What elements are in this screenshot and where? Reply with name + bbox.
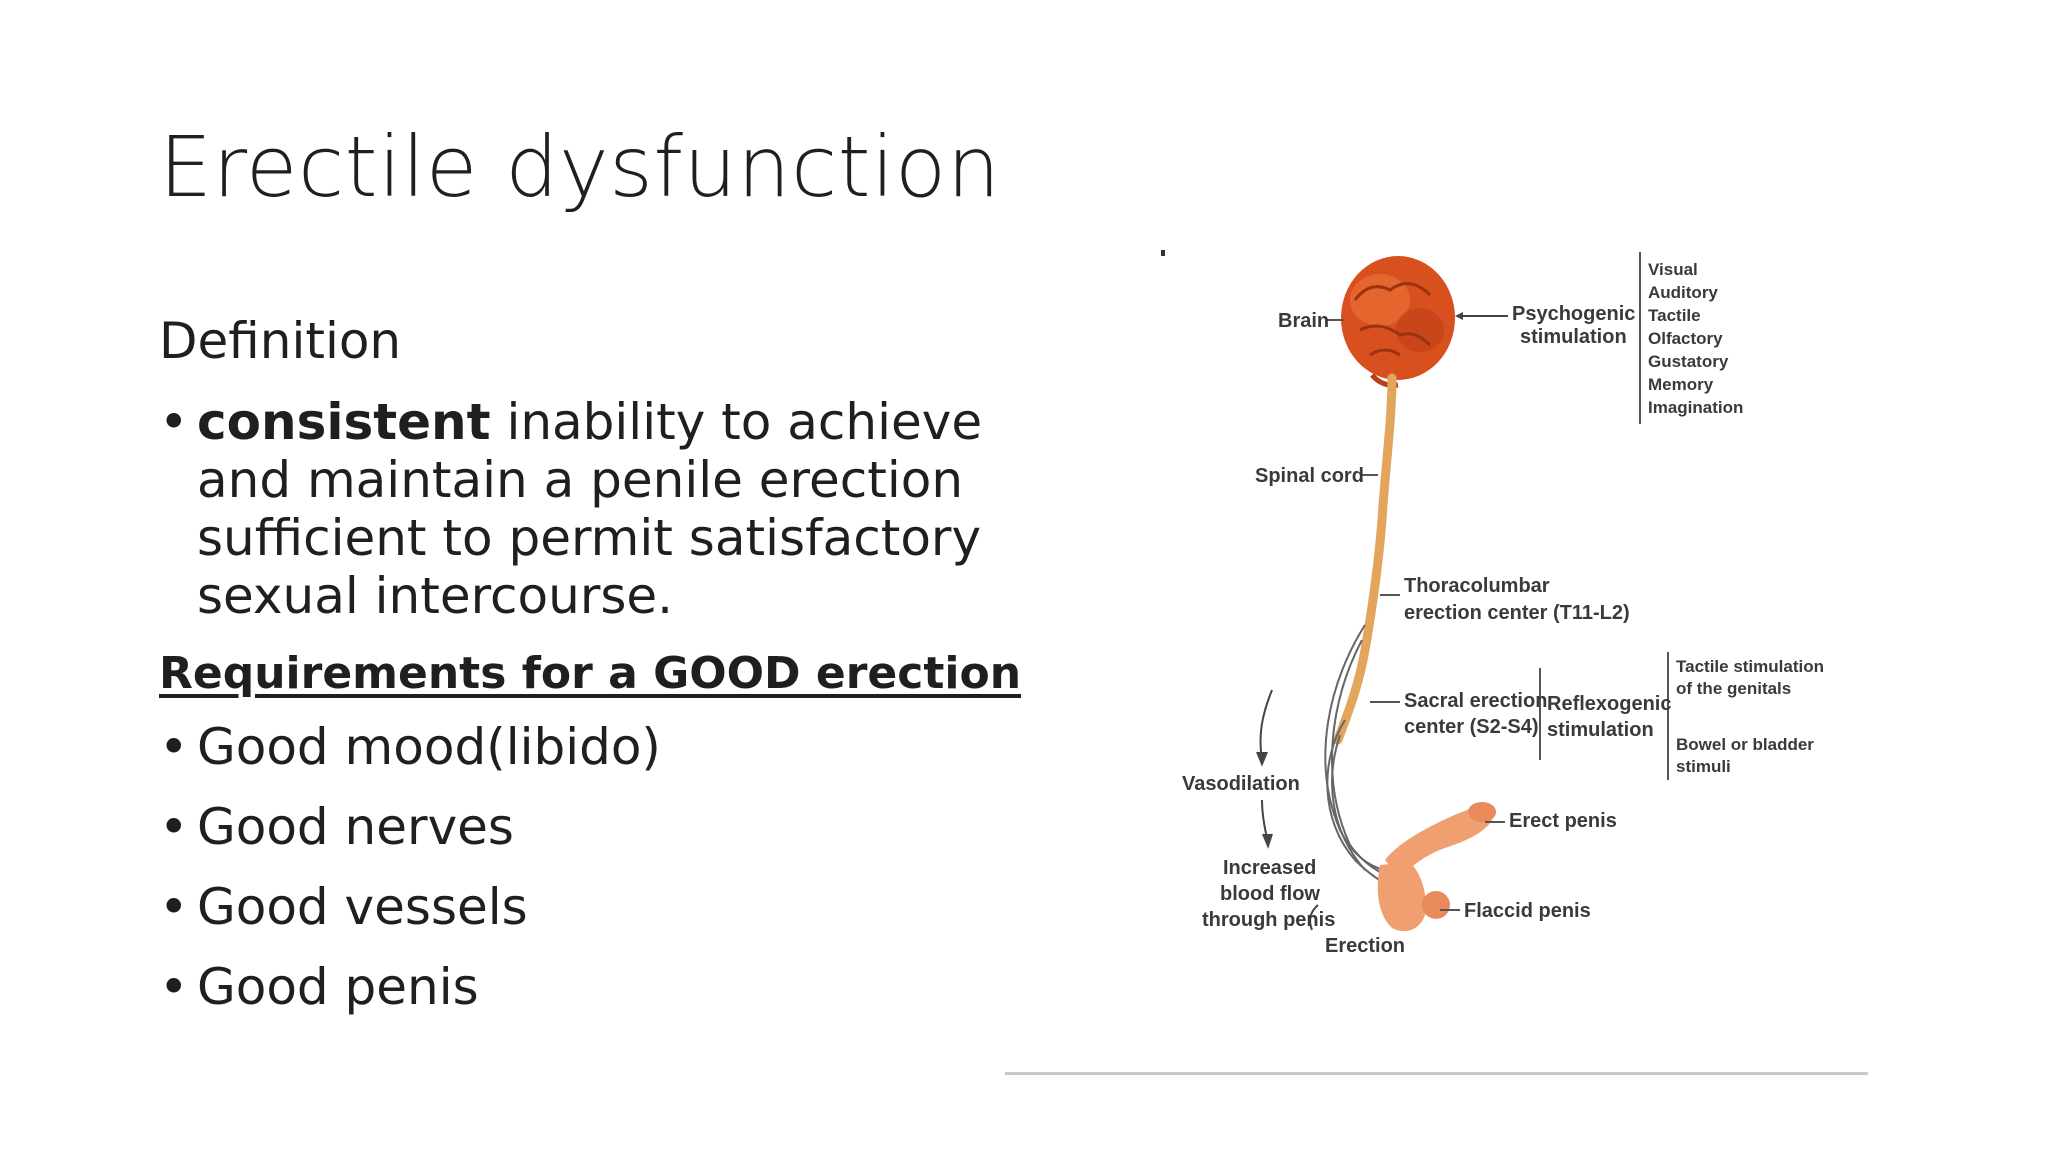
list-item: •Good nerves: [159, 798, 661, 878]
label-tactile-genitals: of the genitals: [1676, 679, 1791, 698]
list-item: •Good vessels: [159, 878, 661, 958]
figure-divider: [1005, 1072, 1868, 1075]
label-increased: Increased: [1223, 857, 1316, 879]
erection-pathway-diagram: Brain Psychogenic stimulation Visual Aud…: [1161, 250, 1824, 957]
label-reflexogenic: Reflexogenic: [1547, 693, 1671, 715]
definition-heading: Definition: [159, 312, 402, 370]
definition-text: consistent inability to achieve and main…: [159, 393, 989, 625]
label-sense: Olfactory: [1648, 329, 1723, 348]
requirements-heading: Requirements for a GOOD erection: [159, 648, 1022, 699]
arrow-head-icon: [1455, 312, 1463, 320]
label-vasodilation: Vasodilation: [1182, 773, 1300, 795]
penis-illustration: [1377, 802, 1496, 932]
label-erect-penis: Erect penis: [1509, 810, 1617, 832]
bullet-icon: •: [159, 393, 189, 451]
bullet-icon: •: [159, 718, 189, 776]
label-sense: Tactile: [1648, 306, 1701, 325]
requirement-text: Good vessels: [197, 878, 528, 936]
label-reflex-stimulation: stimulation: [1547, 719, 1654, 741]
label-sense: Auditory: [1648, 283, 1718, 302]
label-psychogenic: Psychogenic: [1512, 303, 1635, 325]
label-tactile: Tactile stimulation: [1676, 657, 1824, 676]
definition-rest: inability to achieve and maintain a peni…: [197, 393, 983, 625]
label-blood-flow: blood flow: [1220, 883, 1320, 905]
requirement-text: Good nerves: [197, 798, 514, 856]
vasodilation-arrows: [1256, 689, 1319, 931]
label-erection: Erection: [1325, 935, 1405, 957]
label-sacral: Sacral erection: [1404, 690, 1547, 712]
definition-bullet-item: • consistent inability to achieve and ma…: [159, 393, 989, 625]
bullet-icon: •: [159, 878, 189, 936]
label-sacral-center: center (S2-S4): [1404, 716, 1539, 738]
definition-bold-word: consistent: [197, 393, 491, 451]
label-sense: Imagination: [1648, 398, 1743, 417]
label-stimulation: stimulation: [1520, 326, 1627, 348]
label-sense: Gustatory: [1648, 352, 1729, 371]
label-through-penis: through penis: [1202, 909, 1335, 931]
leader-lines: [1325, 252, 1669, 911]
requirement-text: Good mood(libido): [197, 718, 661, 776]
brain-illustration: [1341, 256, 1455, 388]
requirements-list: •Good mood(libido) •Good nerves •Good ve…: [159, 718, 661, 1038]
label-spinal-cord: Spinal cord: [1255, 465, 1364, 487]
label-sense: Visual: [1648, 260, 1698, 279]
label-thoracolumbar: Thoracolumbar: [1404, 575, 1550, 597]
spinal-cord: [1333, 373, 1397, 745]
label-sense: Memory: [1648, 375, 1714, 394]
requirement-text: Good penis: [197, 958, 479, 1016]
stray-mark: [1161, 250, 1165, 256]
label-thoracolumbar-center: erection center (T11-L2): [1404, 602, 1630, 624]
label-flaccid-penis: Flaccid penis: [1464, 900, 1591, 922]
bullet-icon: •: [159, 798, 189, 856]
label-bowel: Bowel or bladder: [1676, 735, 1814, 754]
label-bowel-stimuli: stimuli: [1676, 757, 1731, 776]
bullet-icon: •: [159, 958, 189, 1016]
label-brain: Brain: [1278, 310, 1329, 332]
list-item: •Good penis: [159, 958, 661, 1038]
list-item: •Good mood(libido): [159, 718, 661, 798]
slide-title: Erectile dysfunction: [159, 118, 1001, 216]
